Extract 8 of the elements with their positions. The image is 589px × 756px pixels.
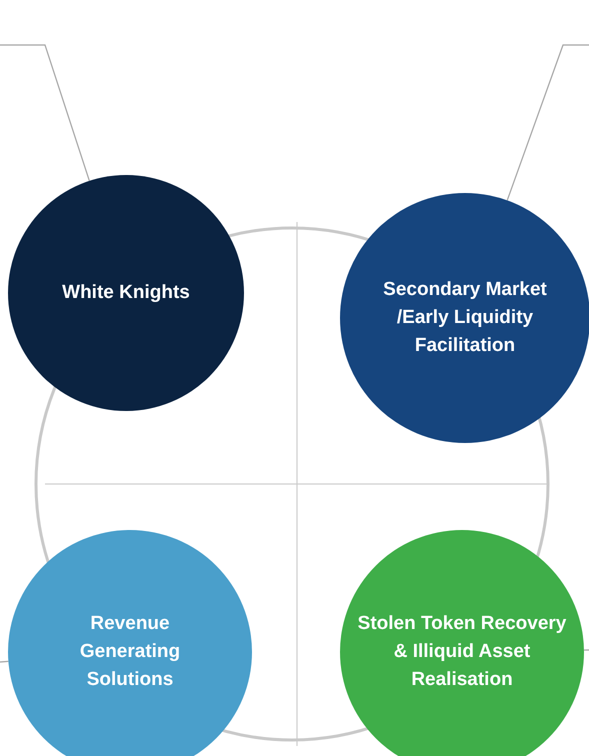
leader-line — [0, 44, 90, 182]
leader-line — [0, 660, 8, 663]
leader-line — [506, 44, 589, 201]
circle-label: Revenue Generating Solutions — [78, 612, 182, 692]
circle-label: White Knights — [62, 281, 190, 305]
circle-label: Stolen Token Recovery & Illiquid Asset Realisation — [356, 612, 568, 692]
circle-label: Secondary Market /Early Liquidity Facilitation — [382, 278, 548, 358]
leader-line — [584, 649, 589, 651]
